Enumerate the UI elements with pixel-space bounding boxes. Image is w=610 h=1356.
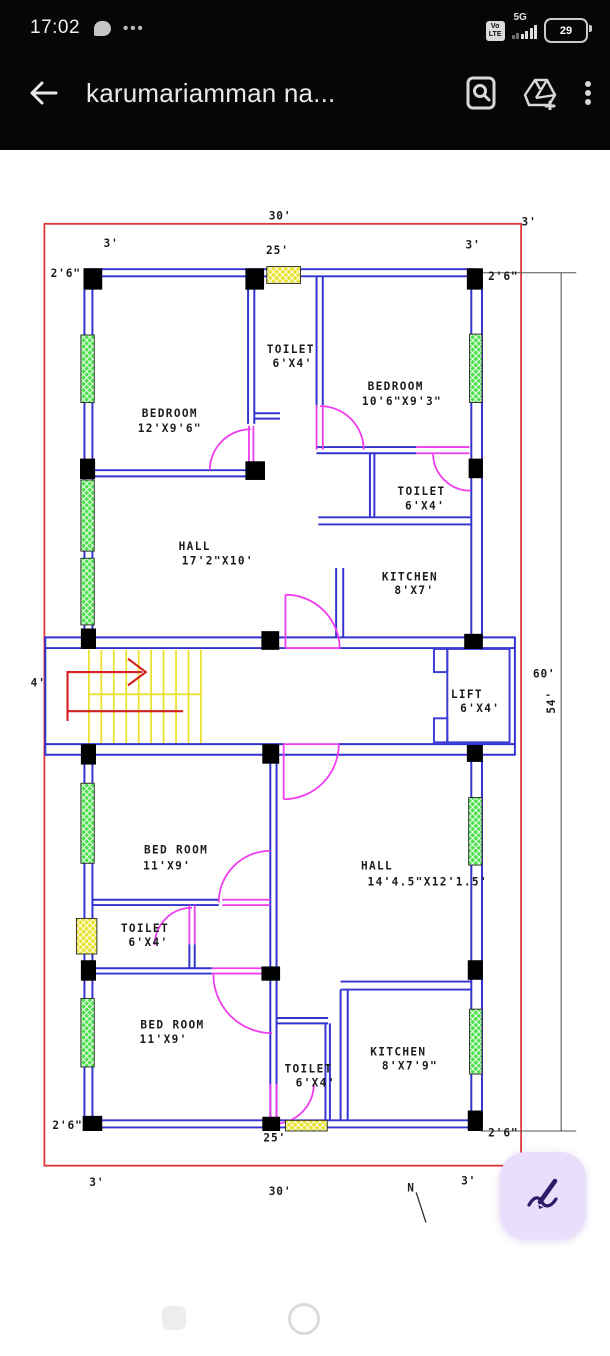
columns (79, 268, 483, 1131)
room-label: BEDROOM (368, 380, 424, 393)
svg-text:2'6": 2'6" (488, 1126, 518, 1139)
svg-text:54': 54' (545, 691, 558, 714)
svg-text:11'X9': 11'X9' (140, 1033, 188, 1046)
svg-text:2'6": 2'6" (51, 267, 81, 280)
chat-notification-icon (94, 20, 112, 36)
svg-text:8'X7': 8'X7' (394, 584, 434, 597)
status-bar: 17:02 ••• Vo LTE 5G 29 (0, 10, 610, 46)
recent-apps-button[interactable] (162, 1306, 186, 1330)
svg-text:14'4.5"X12'1.5': 14'4.5"X12'1.5' (368, 876, 488, 889)
room-label: TOILET (267, 343, 315, 356)
room-label: TOILET (121, 922, 169, 935)
pen-scribble-icon (527, 1178, 558, 1209)
svg-text:6'X4': 6'X4' (405, 499, 445, 512)
svg-text:30': 30' (269, 209, 292, 222)
svg-text:11'X9': 11'X9' (143, 860, 191, 873)
status-time: 17:02 (30, 17, 81, 38)
svg-text:4': 4' (31, 676, 46, 689)
header: 17:02 ••• Vo LTE 5G 29 (0, 0, 610, 150)
room-label: KITCHEN (382, 570, 438, 583)
battery-icon: 29 (544, 18, 592, 43)
staircase (66, 649, 202, 745)
toilet-ventilator-window (75, 917, 98, 955)
svg-text:N: N (407, 1181, 415, 1194)
room-label: HALL (179, 540, 211, 553)
room-label: BED ROOM (144, 843, 208, 856)
top-ventilator (266, 266, 301, 284)
svg-text:3': 3' (522, 216, 537, 229)
document-title: karumariamman na... (86, 77, 336, 108)
signal-strength-icon: 5G (511, 12, 537, 39)
more-notifications-icon: ••• (123, 19, 145, 37)
svg-text:12'X9'6": 12'X9'6" (138, 422, 202, 435)
svg-text:30': 30' (269, 1185, 292, 1198)
find-in-document-icon[interactable] (466, 76, 496, 110)
svg-text:2'6": 2'6" (488, 270, 518, 283)
svg-text:10'6"X9'3": 10'6"X9'3" (362, 395, 442, 408)
overflow-menu-icon[interactable] (584, 76, 592, 110)
dimension-lines (481, 272, 577, 1132)
markup-edit-fab[interactable] (500, 1152, 586, 1239)
room-label: KITCHEN (370, 1045, 426, 1058)
svg-text:17'2"X10': 17'2"X10' (182, 554, 254, 567)
room-label: TOILET (397, 485, 445, 498)
room-label: BED ROOM (140, 1019, 204, 1032)
back-button[interactable] (26, 76, 60, 110)
svg-text:25': 25' (266, 244, 289, 257)
svg-text:6'X4': 6'X4' (128, 936, 168, 949)
dimension-labels: 30' 3' 3' 25' 3' 2'6" 2'6" 4' 60' 54' 2'… (31, 209, 558, 1198)
app-bar: karumariamman na... (0, 62, 610, 124)
room-label: LIFT (451, 688, 483, 701)
google-drive-add-icon[interactable] (522, 76, 558, 110)
room-label: BEDROOM (142, 407, 198, 420)
svg-text:6'X4': 6'X4' (460, 702, 500, 715)
bottom-ventilator (284, 1119, 328, 1132)
walls (44, 268, 516, 1129)
room-label: HALL (361, 860, 393, 873)
volte-icon: Vo LTE (485, 20, 505, 41)
room-labels: BEDROOM 12'X9'6" TOILET 6'X4' BEDROOM 10… (121, 343, 500, 1090)
home-button[interactable] (288, 1303, 320, 1335)
svg-text:60': 60' (533, 667, 556, 680)
svg-text:25': 25' (263, 1132, 286, 1145)
room-label: TOILET (284, 1062, 332, 1075)
svg-text:8'X7'9": 8'X7'9" (382, 1060, 438, 1073)
doors (153, 405, 471, 1125)
svg-text:3': 3' (89, 1176, 104, 1189)
svg-text:3': 3' (104, 237, 119, 250)
stair-direction-arrow (66, 657, 184, 721)
windows (75, 266, 483, 1132)
svg-text:2'6": 2'6" (52, 1119, 82, 1132)
floor-plan-drawing: N BEDROOM 12'X9'6" TOILET 6'X4' BEDROOM … (31, 209, 577, 1223)
svg-text:3': 3' (461, 1174, 476, 1187)
svg-text:6'X4': 6'X4' (272, 357, 312, 370)
north-arrow: N (407, 1181, 427, 1223)
status-right-icons: Vo LTE 5G 29 (485, 12, 592, 43)
svg-text:6'X4': 6'X4' (296, 1077, 336, 1090)
svg-text:3': 3' (466, 239, 481, 252)
